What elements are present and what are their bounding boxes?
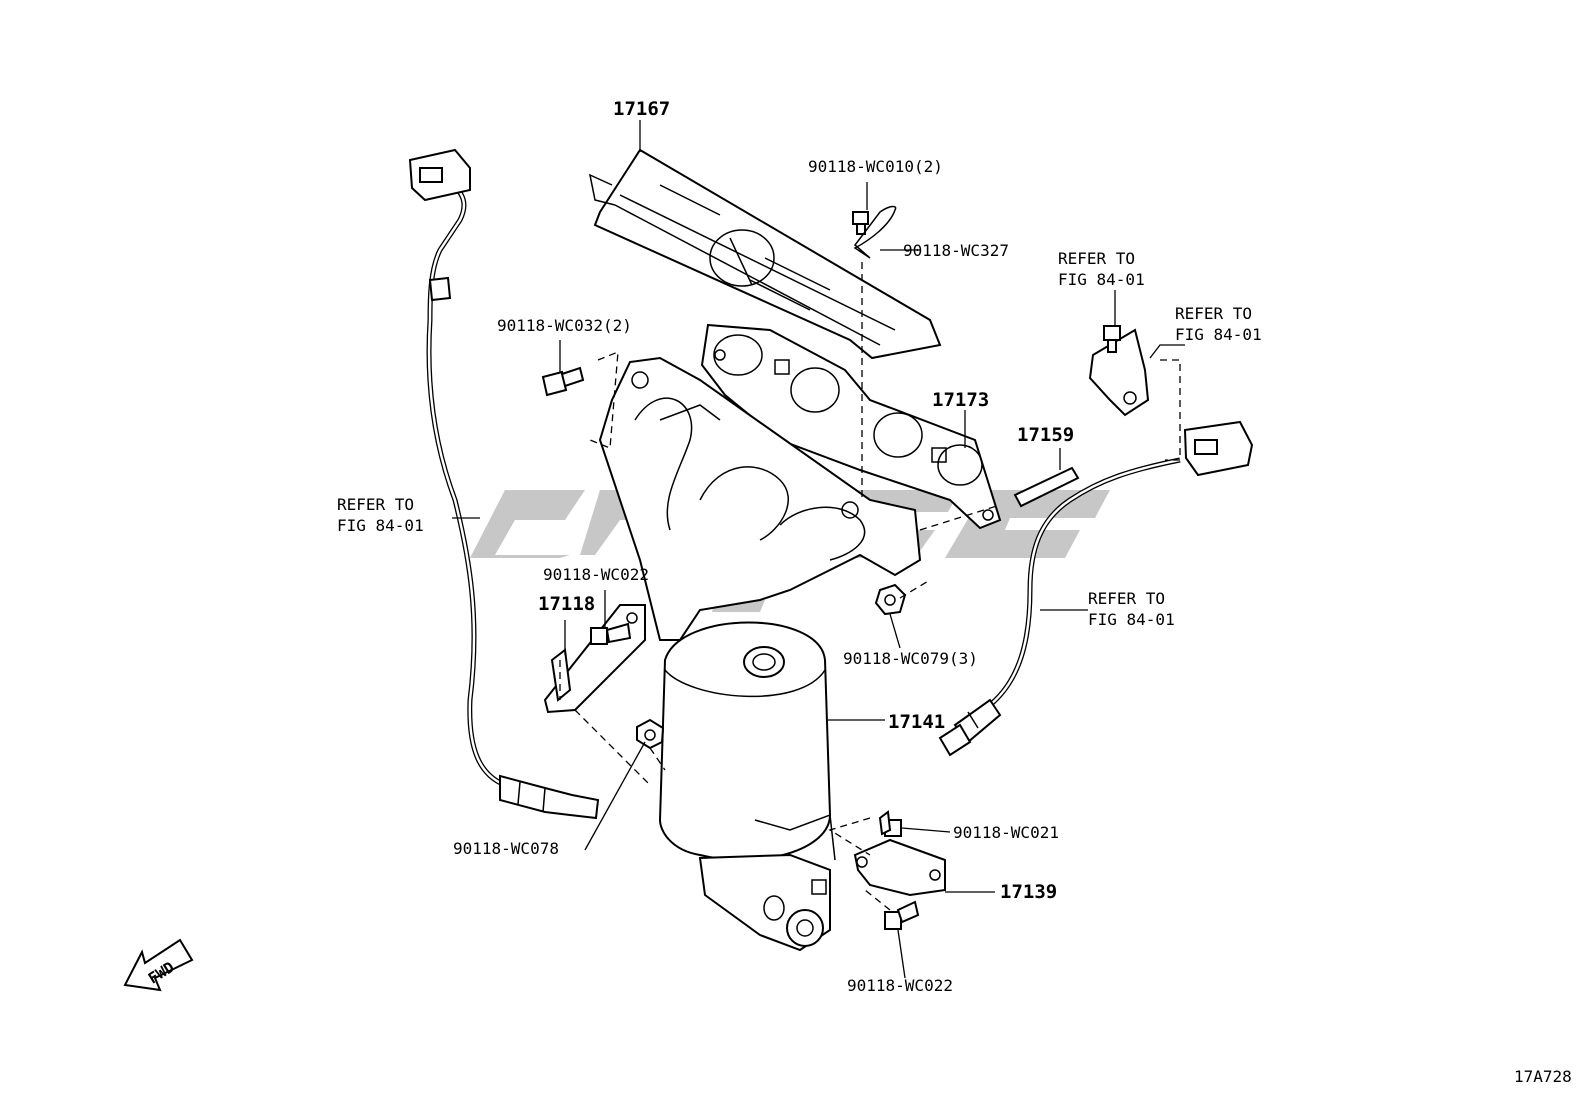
refer-label-top-2: FIG 84-01 [1058, 270, 1145, 289]
label-90118-wc022-lower: 90118-WC022 [847, 976, 953, 995]
refer-label-top-1: REFER TO [1058, 249, 1135, 268]
bolt-right-bracket [1103, 325, 1121, 353]
catalytic-converter [658, 621, 836, 952]
bolt-90118-wc021 [878, 810, 902, 837]
bolt-90118-wc032 [541, 366, 585, 397]
label-17173: 17173 [932, 389, 989, 411]
bracket-17139 [853, 838, 946, 897]
refer-label-left-2: FIG 84-01 [337, 516, 424, 535]
bolt-90118-wc010 [852, 211, 869, 235]
heat-insulator [588, 148, 942, 360]
refer-label-right-top-2: FIG 84-01 [1175, 325, 1262, 344]
bolt-90118-wc022-upper [590, 622, 632, 645]
label-17118: 17118 [538, 593, 595, 615]
bracket-17118 [543, 604, 646, 714]
label-17167: 17167 [613, 98, 670, 120]
stud-17159 [1013, 466, 1080, 508]
label-90118-wc032: 90118-WC032(2) [497, 316, 632, 335]
refer-label-left-1: REFER TO [337, 495, 414, 514]
refer-label-right-1: REFER TO [1088, 589, 1165, 608]
label-17159: 17159 [1017, 424, 1074, 446]
clip-90118-wc327 [853, 205, 897, 259]
oxygen-sensor-left [408, 148, 600, 820]
refer-label-right-top-1: REFER TO [1175, 304, 1252, 323]
exhaust-manifold [598, 356, 922, 641]
label-90118-wc021: 90118-WC021 [953, 823, 1059, 842]
nut-90118-wc078 [636, 718, 665, 750]
leader-lines [452, 120, 1185, 979]
label-90118-wc022-upper: 90118-WC022 [543, 565, 649, 584]
sensor-bracket-right [1088, 328, 1150, 417]
fwd-arrow-icon: FWD [123, 938, 194, 992]
label-90118-wc078: 90118-WC078 [453, 839, 559, 858]
refer-label-right-2: FIG 84-01 [1088, 610, 1175, 629]
oxygen-sensor-right [938, 420, 1254, 757]
bolt-90118-wc022-lower [884, 900, 920, 930]
label-90118-wc079: 90118-WC079(3) [843, 649, 978, 668]
label-90118-wc010: 90118-WC010(2) [808, 157, 943, 176]
alignment-lines [559, 262, 1181, 911]
manifold-gasket [700, 323, 1002, 530]
nut-90118-wc079 [874, 583, 907, 616]
label-90118-wc327: 90118-WC327 [903, 241, 1009, 260]
label-17139: 17139 [1000, 881, 1057, 903]
label-17141: 17141 [888, 711, 945, 733]
figure-id: 17A728 [1514, 1067, 1572, 1086]
